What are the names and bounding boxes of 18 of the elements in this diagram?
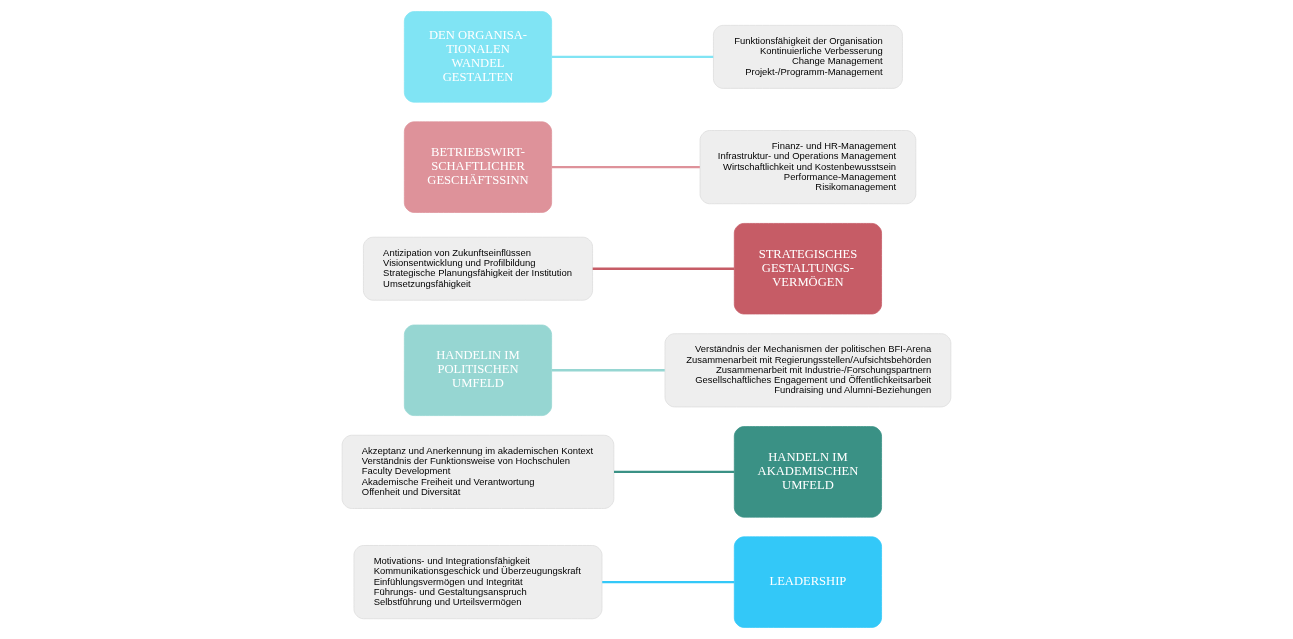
node-box: Motivations- und Integrationsfähigkeit Kommunikationsgeschick und Überzeugungskraft Einfühlungsvermögen und Integrität Führungs- und Gestaltungsanspruch Selbstführung und Urteilsvermögen: [353, 545, 603, 620]
connector: [551, 55, 714, 59]
node-box: Verständnis der Mechanismen der politischen BFI-Arena Zusammenarbeit mit Regierungsstellen/Aufsichtsbehörden Zusammenarbeit mit Industrie-/Forschungspartnern Gesellschaftliches Engagement und Öffentlichkeitsarbeit Fundraising und Alumni-Beziehungen: [664, 333, 952, 408]
connector: [602, 580, 735, 584]
node-box: LEADERSHIP: [733, 536, 882, 628]
node-box: Finanz- und HR-Management Infrastruktur- und Operations Management Wirtschaftlichkeit und Kostenbewusstsein Performance-Management Risikomanagement: [699, 130, 917, 205]
connector: [551, 165, 700, 169]
node-box: Antizipation von Zukunftseinflüssen Visionsentwicklung und Profilbildung Strategische Planungsfähigkeit der Institution Umsetzungsfähigkeit: [363, 236, 593, 301]
node-box: BETRIEBSWIRT- SCHAFTLICHER GESCHÄFTSSINN: [403, 121, 552, 213]
connector: [592, 267, 735, 270]
node-box: HANDELN IM AKADEMISCHEN UMFELD: [733, 426, 882, 518]
connector: [551, 369, 665, 372]
node-box: Funktionsfähigkeit der Organisation Kontinuierliche Verbesserung Change Management Projekt-/Programm-Management: [713, 25, 903, 89]
node-box: HANDELIN IM POLITISCHEN UMFELD: [403, 324, 552, 416]
node-box: DEN ORGANISA- TIONALEN WANDEL GESTALTEN: [403, 11, 552, 103]
node-box: STRATEGISCHES GESTALTUNGS- VERMÖGEN: [733, 223, 882, 315]
connector: [614, 470, 735, 474]
node-box: Akzeptanz und Anerkennung im akademischen Kontext Verständnis der Funktionsweise von Hochschulen Faculty Development Akademische Freiheit und Verantwortung Offenheit und Diversität: [341, 434, 615, 509]
